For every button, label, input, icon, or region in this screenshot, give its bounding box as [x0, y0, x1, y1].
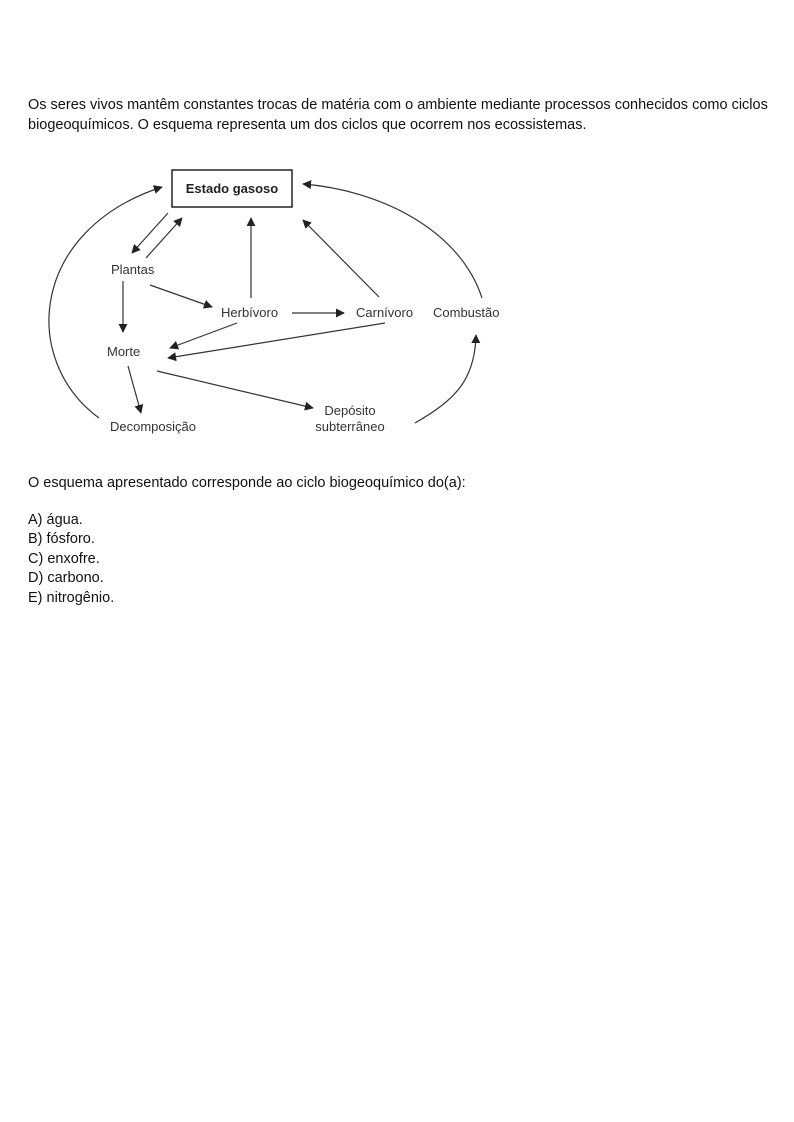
plantas-label: Plantas — [111, 262, 155, 277]
arrow-morte-to-deposito — [156, 370, 314, 411]
option-b-letter: B) — [28, 531, 43, 548]
option-d-text: carbono. — [47, 570, 104, 587]
arrow-herbivoro-to-morte — [169, 322, 238, 350]
option-c: C) enxofre. — [28, 550, 114, 569]
option-e: E) nitrogênio. — [28, 589, 114, 608]
answer-options: A) água. B) fósforo. C) enxofre. D) carb… — [28, 511, 114, 608]
deposito-label-line2: subterrâneo — [315, 419, 384, 434]
arrow-carnivoro-to-morte — [167, 322, 386, 362]
arrow-combustao-to-gas — [302, 180, 483, 299]
arrow-gas-to-plantas — [131, 212, 169, 254]
arrow-morte-to-decomposicao — [127, 365, 144, 414]
combustao-label: Combustão — [433, 305, 499, 320]
arrow-plantas-to-herbivoro — [149, 284, 213, 309]
question-prompt: O esquema apresentado corresponde ao cic… — [28, 475, 466, 491]
estado-gasoso-label: Estado gasoso — [186, 181, 279, 196]
option-d: D) carbono. — [28, 569, 114, 588]
option-a: A) água. — [28, 511, 114, 530]
option-b: B) fósforo. — [28, 530, 114, 549]
intro-paragraph: Os seres vivos mantêm constantes trocas … — [28, 97, 768, 133]
option-e-text: nitrogênio. — [46, 589, 115, 606]
arrow-decomposicao-to-gas — [48, 185, 163, 419]
arrow-carnivoro-to-gas — [302, 219, 380, 298]
cycle-diagram: Estado gasoso Plantas Herbívoro Carnívor… — [48, 169, 499, 434]
option-a-letter: A) — [28, 512, 43, 528]
option-a-text: água. — [46, 512, 83, 528]
arrow-plantas-to-gas — [145, 217, 183, 259]
decomposicao-label: Decomposição — [110, 419, 196, 434]
carnivoro-label: Carnívoro — [356, 305, 413, 320]
deposito-label-line1: Depósito — [324, 403, 375, 418]
option-e-letter: E) — [28, 589, 43, 606]
option-c-letter: C) — [28, 550, 44, 567]
option-d-letter: D) — [28, 570, 44, 587]
herbivoro-label: Herbívoro — [221, 305, 278, 320]
arrow-deposito-to-combustao — [414, 334, 481, 424]
morte-label: Morte — [107, 344, 140, 359]
option-c-text: enxofre. — [47, 550, 100, 567]
estado-gasoso-box — [171, 169, 293, 208]
option-b-text: fósforo. — [46, 531, 95, 548]
